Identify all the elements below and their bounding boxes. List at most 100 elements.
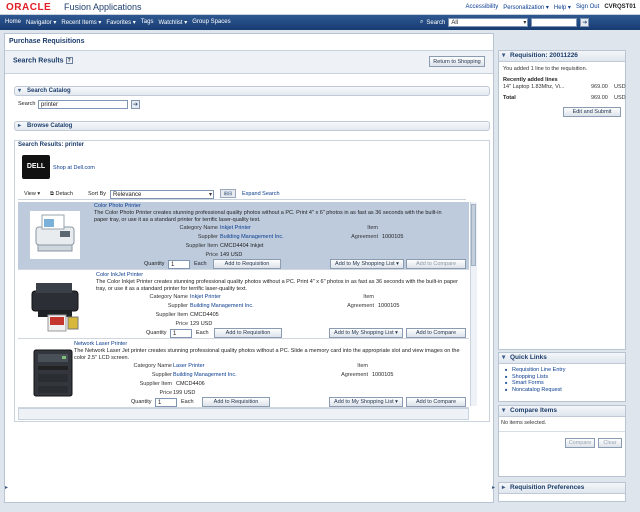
sign-out-link[interactable]: Sign Out	[575, 4, 600, 10]
agreement-label: Agreement	[341, 372, 368, 378]
compare-items-header[interactable]: Compare Items	[499, 406, 625, 417]
supplier-item-value: CMCD4406	[176, 381, 205, 387]
search-catalog-header[interactable]: Search Catalog	[14, 86, 490, 96]
printer-image	[28, 346, 78, 400]
compare-divider	[499, 431, 625, 432]
quick-link-noncatalog-request[interactable]: Noncatalog Request	[499, 387, 625, 394]
dell-logo[interactable]: DELL	[22, 155, 50, 179]
supplier-item-value: CMCD4404 Inkjet	[220, 243, 264, 249]
add-to-compare-button[interactable]: Add to Compare	[406, 259, 466, 269]
view-menu[interactable]: View ▾	[24, 191, 41, 197]
global-search: ⌕ Search All ➔	[420, 18, 590, 27]
supplier-item-label: Supplier Item	[139, 381, 172, 387]
supplier-value[interactable]: Building Management Inc.	[173, 372, 237, 378]
quick-link-smart-forms[interactable]: Smart Forms	[499, 380, 625, 387]
quantity-label: Quantity	[146, 330, 167, 336]
uom-label: Each	[196, 330, 209, 336]
oracle-logo: ORACLE	[6, 2, 52, 13]
item-title-link[interactable]: Color Photo Printer	[94, 203, 141, 209]
add-to-shopping-list-button[interactable]: Add to My Shopping List ▾	[329, 328, 403, 338]
nav-recent-items[interactable]: Recent Items ▾	[61, 20, 102, 26]
edit-and-submit-button[interactable]: Edit and Submit	[563, 107, 621, 117]
results-toolbar	[18, 188, 466, 200]
quantity-input[interactable]: 1	[155, 398, 177, 407]
catalog-search-input[interactable]: printer	[38, 100, 128, 109]
add-to-compare-button[interactable]: Add to Compare	[406, 328, 466, 338]
result-item[interactable]: Color Photo Printer The Color Photo Prin…	[18, 202, 469, 270]
return-to-shopping-button[interactable]: Return to Shopping	[429, 56, 485, 67]
supplier-value[interactable]: Building Management Inc.	[190, 303, 254, 309]
add-to-requisition-button[interactable]: Add to Requisition	[202, 397, 270, 407]
detach-icon: ⧉	[50, 191, 56, 197]
expand-search-icon[interactable]: ⊞⊟	[220, 189, 236, 198]
supplier-item-label: Supplier Item	[185, 243, 218, 249]
requisition-preferences-panel: Requisition Preferences	[498, 482, 626, 502]
category-name-label: Category Name	[179, 225, 218, 231]
search-scope-select[interactable]: All	[448, 18, 529, 27]
quick-links-header[interactable]: Quick Links	[499, 353, 625, 364]
item-title-link[interactable]: Network Laser Printer	[74, 341, 128, 347]
item-description: The Color Inkjet Printer creates stunnin…	[96, 279, 458, 292]
results-scrollbar-thumb[interactable]	[471, 204, 476, 266]
add-to-requisition-button[interactable]: Add to Requisition	[214, 328, 282, 338]
result-item[interactable]: Color InkJet Printer The Color Inkjet Pr…	[18, 271, 469, 339]
results-scrollbar[interactable]	[470, 202, 477, 406]
add-to-compare-button[interactable]: Add to Compare	[406, 397, 466, 407]
compare-items-panel: Compare Items No items selected. Compare…	[498, 405, 626, 477]
uom-label: Each	[194, 261, 207, 267]
global-links: Accessibility Personalization ▾ Help ▾ S…	[466, 4, 636, 11]
collapse-left-icon[interactable]: ▸	[5, 485, 9, 491]
global-search-input[interactable]	[531, 18, 578, 27]
accessibility-link[interactable]: Accessibility	[465, 4, 499, 10]
category-name-value[interactable]: Laser Printer	[173, 363, 205, 369]
user-name: CVRQST01	[604, 4, 636, 10]
add-to-shopping-list-button[interactable]: Add to My Shopping List ▾	[329, 397, 403, 407]
nav-items: Home Navigator ▾ Recent Items ▾ Favorite…	[5, 19, 231, 26]
clear-button[interactable]: Clear	[598, 438, 622, 448]
supplier-value[interactable]: Building Management Inc.	[220, 234, 284, 240]
compare-button[interactable]: Compare	[565, 438, 595, 448]
detach-button[interactable]: ⧉ Detach	[50, 191, 73, 198]
supplier-label: Supplier	[167, 303, 188, 309]
category-name-value[interactable]: Inkjet Printer	[190, 294, 221, 300]
collapse-right-icon[interactable]: ▸	[492, 485, 496, 491]
results-horizontal-scrollbar[interactable]	[18, 408, 469, 420]
nav-group-spaces[interactable]: Group Spaces	[192, 19, 231, 25]
sort-by-select[interactable]: Relevance	[110, 190, 214, 199]
price-value: 199 USD	[173, 390, 196, 396]
add-to-shopping-list-button[interactable]: Add to My Shopping List ▾	[330, 259, 404, 269]
shop-at-dell-link[interactable]: Shop at Dell.com	[53, 165, 95, 171]
quick-link-requisition-line-entry[interactable]: Requisition Line Entry	[499, 367, 625, 374]
browse-catalog-header[interactable]: Browse Catalog	[14, 121, 490, 131]
category-name-label: Category Name	[149, 294, 188, 300]
add-to-requisition-button[interactable]: Add to Requisition	[213, 259, 281, 269]
agreement-label: Agreement	[351, 234, 378, 240]
confirmation-message: You added 1 line to the requisition.	[503, 66, 588, 72]
nav-favorites[interactable]: Favorites ▾	[106, 20, 136, 26]
item-label: Item	[367, 225, 378, 231]
result-item[interactable]: Network Laser Printer The Network Laser …	[18, 340, 469, 408]
quick-link-shopping-lists[interactable]: Shopping Lists	[499, 374, 625, 381]
personalization-menu[interactable]: Personalization ▾	[503, 5, 549, 11]
search-results-title: Search Results?	[13, 57, 73, 64]
search-icon: ⌕	[420, 19, 424, 25]
help-menu[interactable]: Help ▾	[553, 5, 571, 11]
price-value: 149 USD	[220, 252, 243, 258]
item-description: The Network Laser Jet printer creates st…	[74, 348, 460, 361]
item-title-link[interactable]: Color InkJet Printer	[96, 272, 144, 278]
quantity-input[interactable]: 1	[170, 329, 192, 338]
nav-home[interactable]: Home	[5, 19, 22, 25]
price-label: Price	[175, 321, 188, 327]
expand-search-link[interactable]: Expand Search	[242, 191, 280, 197]
global-search-go-button[interactable]: ➔	[580, 18, 590, 27]
category-name-label: Category Name	[133, 363, 172, 369]
category-name-value[interactable]: Inkjet Printer	[220, 225, 251, 231]
nav-tags[interactable]: Tags	[140, 19, 154, 25]
nav-watchlist[interactable]: Watchlist ▾	[158, 20, 188, 26]
requisition-panel-header[interactable]: Requisition: 20011226	[499, 51, 625, 62]
nav-navigator[interactable]: Navigator ▾	[26, 20, 57, 26]
quantity-input[interactable]: 1	[168, 260, 190, 269]
catalog-search-go-button[interactable]: ➔	[131, 100, 140, 109]
help-icon[interactable]: ?	[65, 57, 73, 64]
requisition-preferences-header[interactable]: Requisition Preferences	[499, 483, 625, 494]
